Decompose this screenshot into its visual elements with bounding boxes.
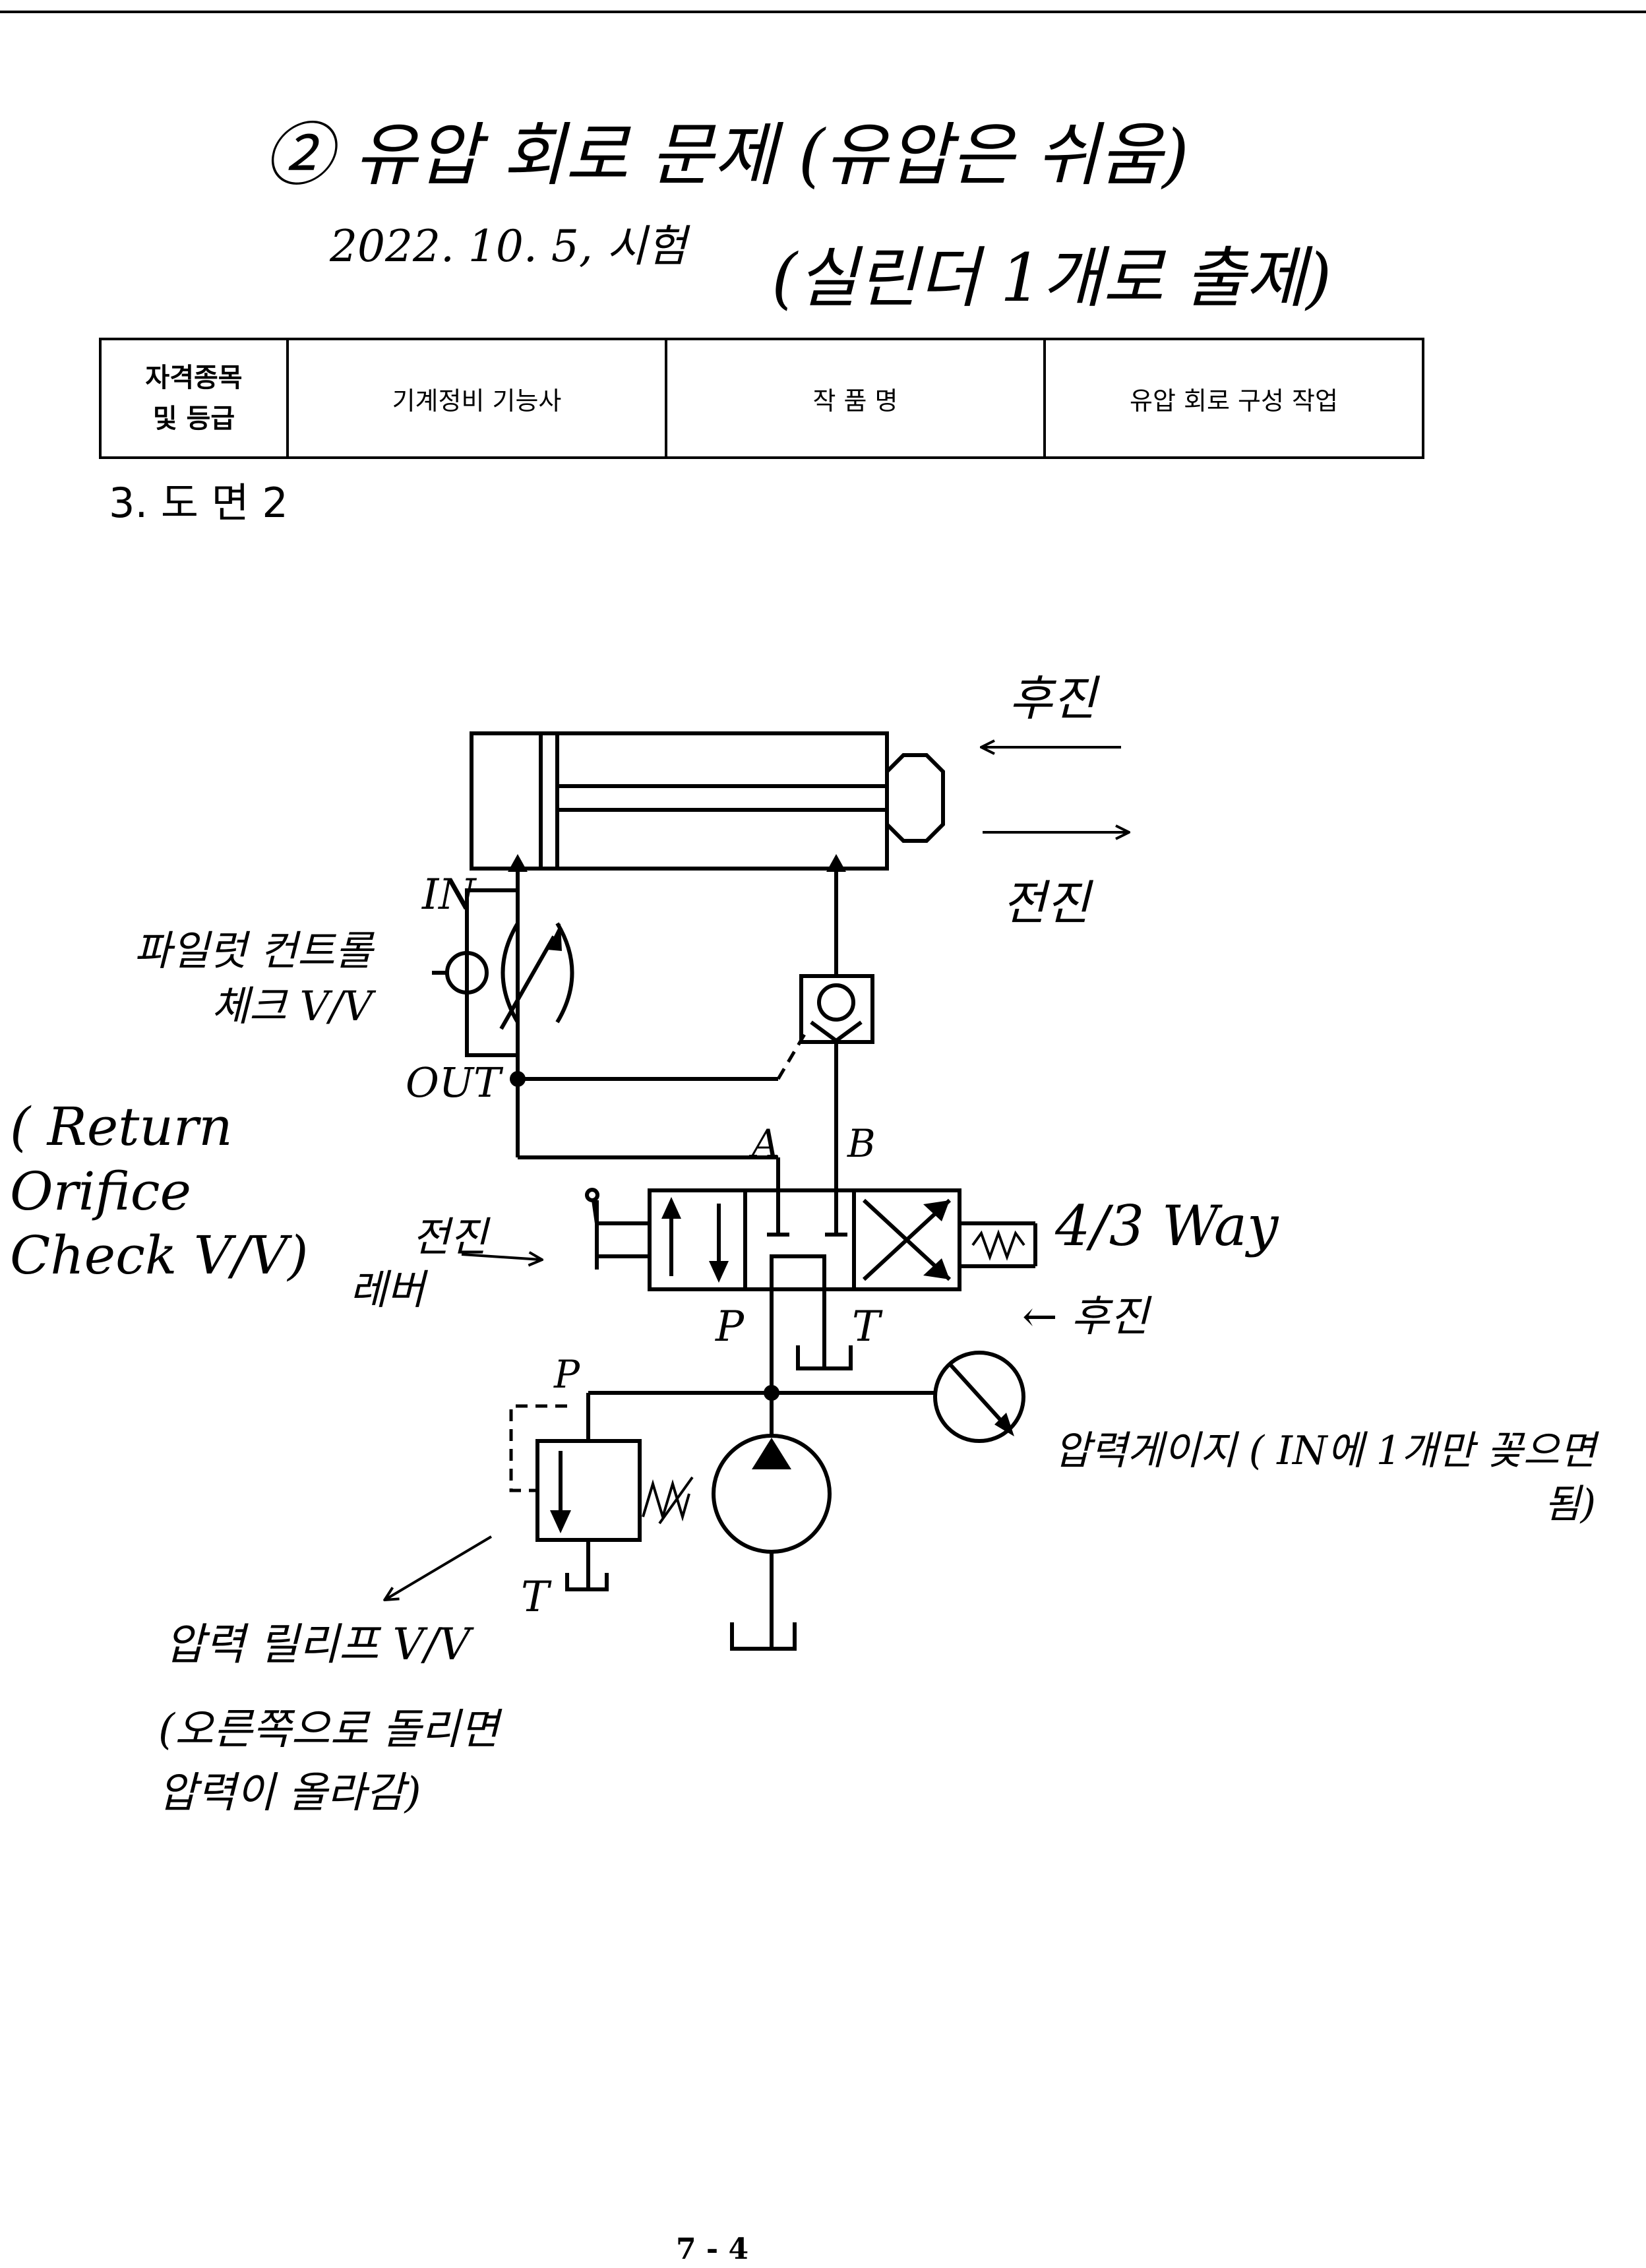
label-retract-top: 후진: [1009, 671, 1097, 726]
work-name-value: 유압 회로 구성 작업: [1043, 338, 1424, 459]
label-lever: 레버: [350, 1266, 425, 1314]
exam-date: 2022. 10. 5, 시험: [330, 221, 687, 272]
label-port-t-relief: T: [521, 1573, 549, 1622]
tank-valve: [796, 1289, 853, 1370]
pressure-relief-valve: [509, 1404, 694, 1591]
label-port-t-valve: T: [852, 1303, 880, 1351]
top-rule: [0, 11, 1646, 13]
label-pressure-gauge: 압력게이지 ( IN에 1개만 꽂으면 됨): [1054, 1428, 1596, 1527]
label-port-out: OUT: [406, 1058, 501, 1107]
label-lever-advance: 전진: [412, 1213, 488, 1261]
qualification-table: 자격종목 및 등급 기계정비 기능사 작 품 명 유압 회로 구성 작업: [99, 338, 1424, 459]
double-acting-cylinder: [470, 731, 945, 872]
directional-valve-4-3: [585, 1188, 1037, 1291]
label-pilot-check-valve: 파일럿 컨트롤 체크 V/V: [134, 927, 373, 1030]
page-number: 7 - 4: [676, 2232, 749, 2266]
label-return-orifice: ( Return Orifice Check V/V): [10, 1096, 309, 1287]
pressure-gauge: [933, 1351, 1025, 1443]
exam-note: (실린더 1개로 출제): [772, 239, 1332, 317]
qualification-label: 자격종목 및 등급: [99, 338, 289, 459]
label-port-p-relief: P: [554, 1352, 580, 1397]
label-port-in: IN: [422, 871, 476, 919]
hydraulic-pump: [712, 1434, 832, 1651]
flow-control-check-valve: [432, 888, 574, 1057]
qualification-value: 기계정비 기능사: [286, 338, 667, 459]
label-port-a: A: [752, 1121, 779, 1166]
pilot-check-valve: [799, 974, 874, 1044]
label-relief-note: (오른쪽으로 돌리면 압력이 올라감): [158, 1705, 499, 1818]
page-title: ② 유압 회로 문제 (유압은 쉬움): [264, 115, 1189, 195]
pilot-line: [776, 1027, 810, 1080]
label-port-p-valve: P: [716, 1303, 745, 1351]
relief-pointer-arrow: [386, 1535, 493, 1599]
qualification-label-text: 자격종목 및 등급: [145, 363, 243, 434]
work-name-label: 작 품 명: [665, 338, 1046, 459]
lever-advance-arrow: [461, 1254, 541, 1260]
label-valve-4-3: 4/3 Way: [1055, 1194, 1279, 1258]
label-advance-top: 전진: [1002, 875, 1090, 931]
section-heading: 3. 도 면 2: [109, 479, 288, 527]
label-port-b: B: [847, 1121, 876, 1166]
label-relief-valve: 압력 릴리프 V/V: [165, 1619, 471, 1670]
label-retract-right: ← 후진: [1022, 1293, 1149, 1341]
